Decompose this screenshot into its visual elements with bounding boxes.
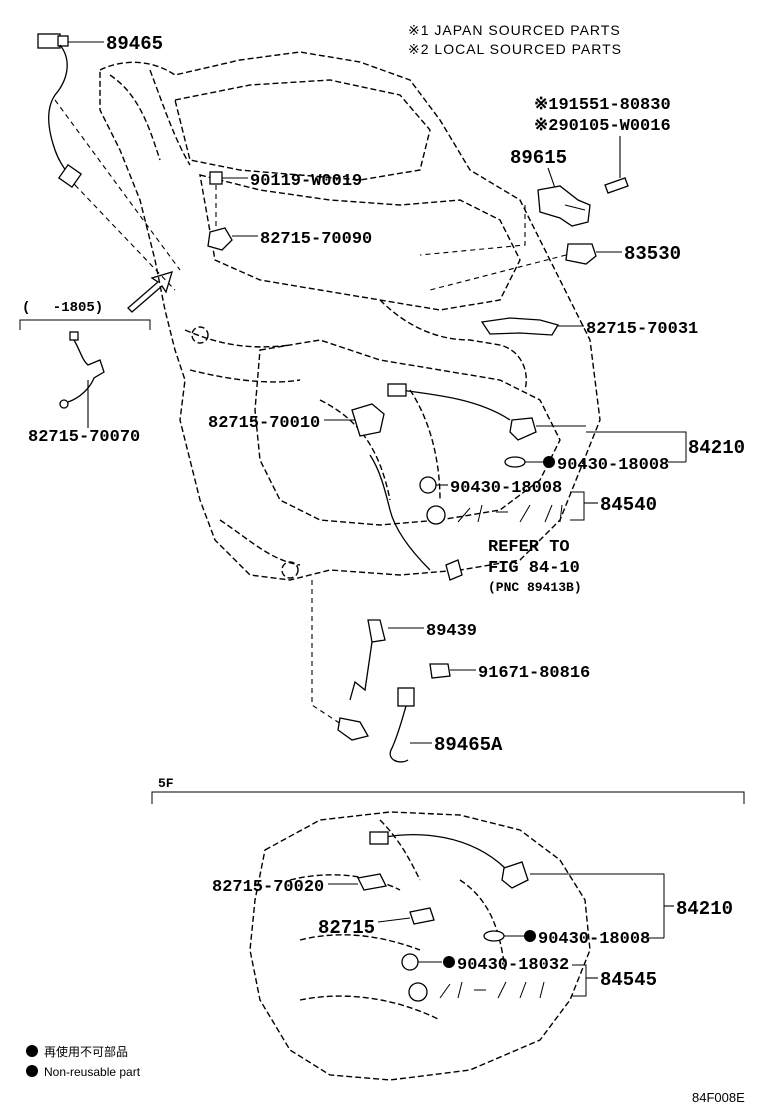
- label-82715-70031: 82715-70031: [586, 320, 698, 339]
- sensor-plug-refer: [445, 559, 463, 581]
- gasket-90430-18008-b: [419, 476, 437, 494]
- label-84545: 84545: [600, 969, 657, 991]
- label-90430-18032: 90430-18032: [457, 956, 569, 975]
- label-82715: 82715: [318, 917, 375, 939]
- switch-84540: [426, 504, 563, 525]
- label-82715-70090: 82715-70090: [260, 230, 372, 249]
- label-range-1805: ( -1805): [22, 300, 103, 316]
- bracket-82715-70010: [351, 403, 431, 571]
- label-90430-18008-b: 90430-18008: [450, 479, 562, 498]
- bracket-82715-70031: [480, 317, 559, 336]
- pointer-arrow: [127, 271, 173, 313]
- label-90105-W0016: ※290105-W0016: [534, 117, 671, 136]
- bolt-90119-W0019: [209, 171, 223, 185]
- legend-non-reusable-en: Non-reusable part: [44, 1065, 141, 1079]
- transaxle-5f-drawing: [249, 811, 591, 1081]
- oxygen-sensor-89465A: [337, 687, 415, 763]
- sensor-84210-upper: [387, 383, 537, 441]
- label-89615: 89615: [510, 147, 567, 169]
- speed-sensor-89615: [537, 185, 591, 227]
- refer-to-line3: (PNC 89413B): [488, 580, 582, 595]
- oxygen-sensor-89465: [37, 33, 83, 189]
- gasket-90430-18008-a: [504, 456, 526, 468]
- bolt-90105: [604, 177, 629, 194]
- note-local-sourced: ※2 LOCAL SOURCED PARTS: [408, 41, 622, 57]
- label-89465A: 89465A: [434, 734, 503, 756]
- bolt-91671-80816: [429, 663, 451, 679]
- label-90430-18008-a: 90430-18008: [557, 456, 669, 475]
- label-91671-80816: 91671-80816: [478, 664, 590, 683]
- label-84540: 84540: [600, 494, 657, 516]
- legend-dot-jp: [26, 1045, 38, 1057]
- legend-dot-en: [26, 1065, 38, 1077]
- label-84210-upper: 84210: [688, 437, 745, 459]
- gasket-90430-18008-c: [483, 930, 505, 942]
- label-84210-lower: 84210: [676, 898, 733, 920]
- sensor-84210-lower: [369, 831, 529, 889]
- label-89465: 89465: [106, 33, 163, 55]
- label-83530: 83530: [624, 243, 681, 265]
- figure-code: 84F008E: [692, 1090, 745, 1105]
- legend-non-reusable-jp: 再使用不可部品: [44, 1044, 128, 1059]
- switch-84545: [408, 981, 545, 1002]
- non-reusable-dot: [543, 456, 555, 468]
- label-82715-70020: 82715-70020: [212, 878, 324, 897]
- label-82715-70070: 82715-70070: [28, 428, 140, 447]
- note-japan-sourced: ※1 JAPAN SOURCED PARTS: [408, 22, 621, 38]
- gasket-90430-18032: [401, 953, 419, 971]
- non-reusable-dot-c: [524, 930, 536, 942]
- label-90119-W0019: 90119-W0019: [250, 172, 362, 191]
- label-90430-18008-c: 90430-18008: [538, 930, 650, 949]
- refer-to-line1: REFER TO: [488, 538, 570, 557]
- label-82715-70010: 82715-70010: [208, 414, 320, 433]
- bracket-82715-70090: [207, 227, 233, 251]
- bracket-89439: [349, 619, 386, 701]
- label-91551-80830: ※191551-80830: [534, 96, 671, 115]
- section-5f-label: 5F: [158, 776, 174, 791]
- non-reusable-dot-d: [443, 956, 455, 968]
- engine-transaxle-drawing: [99, 51, 601, 581]
- bracket-82715: [409, 907, 435, 925]
- refer-to-line2: FIG 84-10: [488, 559, 580, 578]
- label-89439: 89439: [426, 622, 477, 641]
- sensor-harness-82715-70070: [59, 331, 105, 409]
- pressure-switch-83530: [565, 243, 597, 265]
- bracket-82715-70020: [357, 873, 387, 891]
